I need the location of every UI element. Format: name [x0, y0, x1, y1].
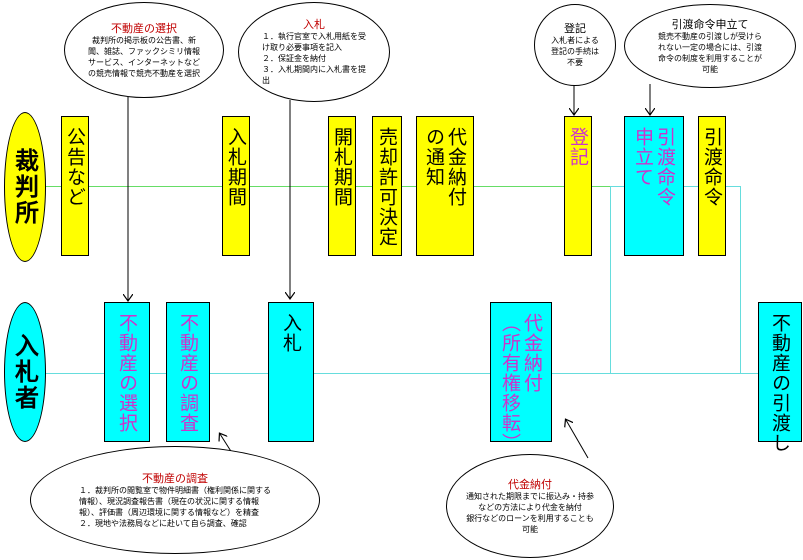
callout-survey: 不動産の調査 １．裁判所の閲覧室で物件明細書（権利関係に関する 情報）、現況調査… — [30, 446, 320, 554]
court-step-opening-period: 開札期間 — [328, 116, 356, 256]
callout-payment-body: 通知された期限までに振込み・持参 などの方法により代金を納付 銀行などのローンを… — [466, 491, 594, 534]
court-step-order-application: 引渡命令 申立て — [624, 116, 684, 256]
court-step-bid-period: 入札期間 — [222, 116, 250, 256]
callout-survey-title: 不動産の調査 — [142, 471, 208, 485]
callout-order-application: 引渡命令申立て 競売不動産の引渡しが受けら れない一定の場合には、引渡 命令の制… — [624, 4, 796, 88]
connector-order-apply — [610, 186, 611, 373]
callout-registration: 登記 入札者による 登記の手続は 不要 — [534, 4, 616, 86]
court-step-sale-permission-label: 売却許可決定 — [376, 127, 398, 247]
court-step-order-application-label: 引渡命令 申立て — [632, 127, 676, 207]
bidder-step-selection: 不動産の選択 — [104, 302, 150, 442]
bidder-step-bid-label: 入札 — [280, 313, 302, 353]
bidder-step-bid: 入札 — [268, 302, 314, 442]
bidder-actor: 入札者 — [4, 302, 46, 442]
callout-registration-title: 登記 — [564, 22, 586, 35]
court-step-sale-permission: 売却許可決定 — [372, 116, 402, 256]
callout-survey-body: １．裁判所の閲覧室で物件明細書（権利関係に関する 情報）、現況調査報告書（現在の… — [79, 485, 271, 528]
bidder-timeline — [40, 373, 760, 374]
callout-bid-title: 入札 — [303, 18, 325, 31]
arrow-payment-callout — [566, 420, 589, 459]
callout-selection-body: 裁判所の掲示板の公告書、新 聞、雑誌、ファックシミリ情報 サービス、インターネッ… — [88, 35, 200, 78]
bidder-actor-label: 入札者 — [10, 333, 39, 411]
court-actor: 裁判所 — [4, 112, 46, 262]
connector-order-down — [740, 186, 741, 373]
bidder-step-payment-label: 代金納付 （所有権移転） — [499, 313, 543, 453]
callout-selection: 不動産の選択 裁判所の掲示板の公告書、新 聞、雑誌、ファックシミリ情報 サービス… — [64, 2, 224, 98]
callout-bid-body: １．執行官室で入札用紙を受 け取り必要事項を記入 ２．保証金を納付 ３．入札期間… — [262, 32, 366, 85]
court-step-registration-label: 登記 — [567, 127, 589, 167]
callout-payment: 代金納付 通知された期限までに振込み・持参 などの方法により代金を納付 銀行など… — [446, 454, 614, 558]
bidder-step-handover: 不動産の引渡し — [758, 302, 802, 453]
callout-order-application-body: 競売不動産の引渡しが受けら れない一定の場合には、引渡 命令の制度を利用すること… — [658, 31, 762, 74]
court-step-payment-notice-label: 代金納付 の通知 — [423, 127, 467, 207]
bidder-step-handover-label: 不動産の引渡し — [769, 313, 791, 453]
court-step-registration: 登記 — [564, 116, 592, 256]
bidder-step-survey-label: 不動産の調査 — [177, 313, 199, 433]
callout-payment-title: 代金納付 — [508, 477, 552, 491]
court-step-opening-period-label: 開札期間 — [331, 127, 353, 207]
callout-bid: 入札 １．執行官室で入札用紙を受 け取り必要事項を記入 ２．保証金を納付 ３．入… — [238, 2, 390, 102]
callout-registration-body: 入札者による 登記の手続は 不要 — [551, 36, 599, 67]
bidder-step-survey: 不動産の調査 — [166, 302, 210, 442]
court-actor-label: 裁判所 — [10, 148, 39, 226]
callout-selection-title: 不動産の選択 — [111, 21, 177, 35]
court-step-payment-notice: 代金納付 の通知 — [416, 116, 474, 256]
court-step-bid-period-label: 入札期間 — [225, 127, 247, 207]
court-step-delivery-order: 引渡命令 — [698, 116, 726, 256]
court-step-notice-label: 公告など — [64, 127, 86, 207]
bidder-step-selection-label: 不動産の選択 — [116, 313, 138, 433]
court-step-notice: 公告など — [61, 116, 89, 256]
court-step-delivery-order-label: 引渡命令 — [701, 127, 723, 207]
callout-order-application-title: 引渡命令申立て — [671, 17, 749, 31]
bidder-step-payment: 代金納付 （所有権移転） — [490, 302, 552, 453]
